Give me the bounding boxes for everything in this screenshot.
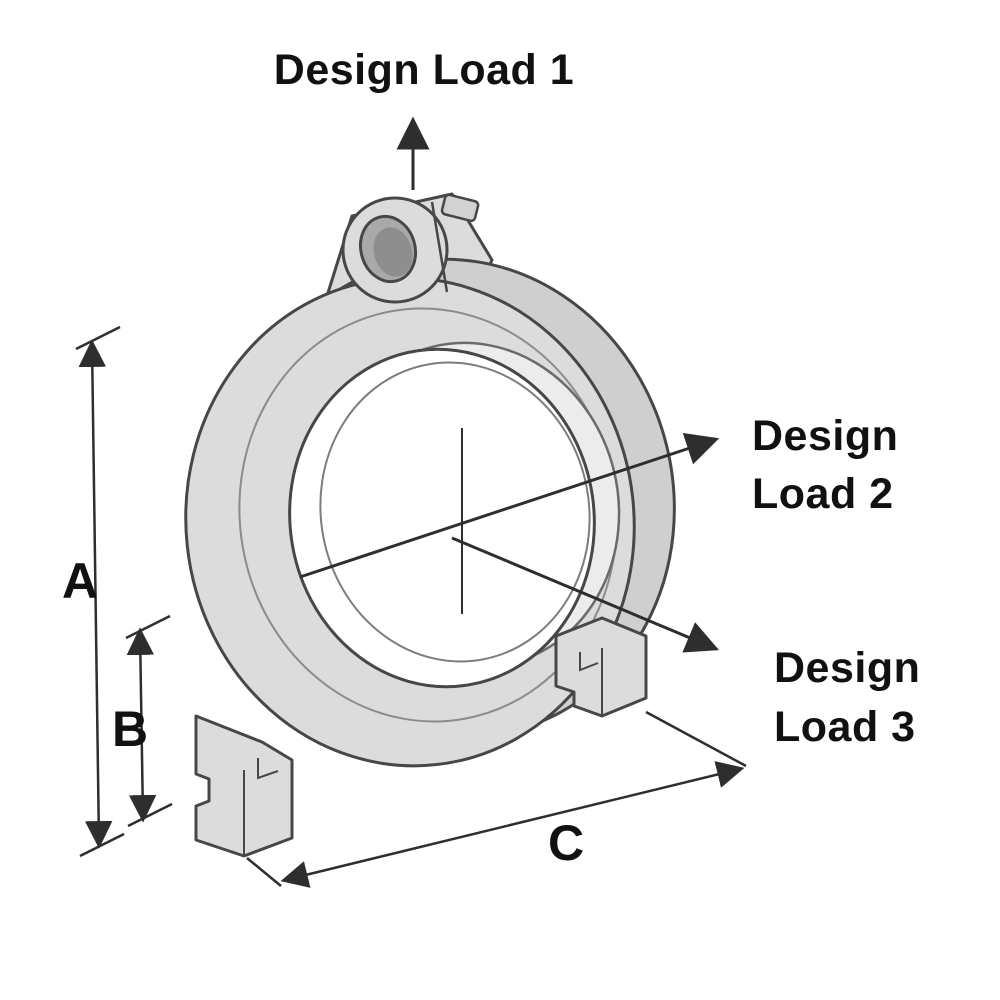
dim-b-line bbox=[126, 627, 157, 823]
dim-b-ext-top bbox=[125, 614, 171, 640]
dimension-lines bbox=[75, 325, 747, 888]
dim-a-line bbox=[78, 339, 113, 849]
clamp-left-foot-notch bbox=[257, 758, 279, 780]
dim-b-ext-bottom bbox=[127, 802, 173, 828]
dim-c-ext-left bbox=[246, 857, 282, 887]
dim-a-ext-bottom bbox=[79, 832, 125, 858]
dim-c-line bbox=[280, 761, 745, 888]
design-load-3-label-line2: Load 3 bbox=[774, 703, 916, 751]
clamp-lug-split-line bbox=[430, 201, 449, 293]
dimension-a-label: A bbox=[62, 553, 98, 609]
design-load-2-label-line2: Load 2 bbox=[752, 470, 894, 518]
design-load-3-label-line1: Design bbox=[774, 644, 920, 692]
design-load-2-label-line1: Design bbox=[752, 412, 898, 460]
clamp-body bbox=[184, 192, 676, 858]
clamp-right-foot-notch bbox=[579, 652, 599, 672]
design-load-3-arrow bbox=[451, 536, 720, 653]
clamp-bolt bbox=[440, 193, 480, 223]
load-arrows bbox=[299, 116, 720, 653]
design-load-1-label: Design Load 1 bbox=[274, 46, 574, 94]
dimension-b-label: B bbox=[112, 701, 148, 757]
design-load-2-arrow bbox=[299, 432, 720, 579]
dim-a-ext-top bbox=[75, 325, 121, 351]
dimension-c-label: C bbox=[548, 815, 584, 871]
dim-c-ext-right bbox=[645, 710, 747, 768]
clamp-lug-hole-shadow bbox=[373, 227, 413, 277]
clamp-bore-opening bbox=[288, 347, 596, 689]
clamp-liner-edge bbox=[319, 361, 591, 663]
